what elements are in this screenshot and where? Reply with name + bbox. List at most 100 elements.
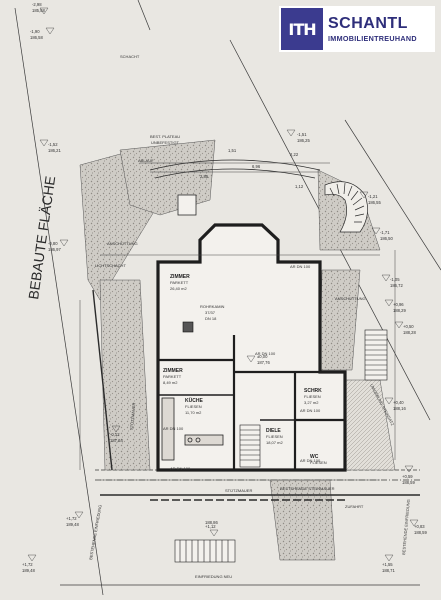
svg-text:-1,90: -1,90 — [30, 29, 40, 34]
svg-text:PARKETT: PARKETT — [170, 280, 189, 285]
svg-text:+0,59: +0,59 — [402, 474, 413, 479]
label-plateau-1: BEST. PLATEAU — [150, 134, 180, 139]
svg-text:-0,80: -0,80 — [48, 241, 58, 246]
svg-text:1,12: 1,12 — [295, 184, 304, 189]
svg-text:188,86: 188,86 — [205, 520, 218, 525]
svg-text:-1,05: -1,05 — [390, 277, 400, 282]
retaining-walls — [92, 289, 420, 501]
kitchen-counter — [161, 397, 224, 461]
svg-text:KÜCHE: KÜCHE — [185, 397, 203, 404]
svg-text:6,96: 6,96 — [252, 164, 261, 169]
elevation-markers — [27, 7, 419, 562]
svg-text:PARKETT: PARKETT — [163, 374, 182, 379]
svg-text:189,48: 189,48 — [66, 522, 79, 527]
wall-label-bestehend: BESTEHENDE STEINMAUER — [280, 486, 335, 491]
opening-label: AR DN 100 — [170, 466, 191, 471]
svg-text:186,58: 186,58 — [30, 35, 43, 40]
svg-text:-1,52: -1,52 — [48, 142, 58, 147]
label-kamin: ROHRKAMIN — [200, 304, 225, 309]
svg-text:2,22: 2,22 — [290, 152, 299, 157]
brand-logo: ITH SCHANTL IMMOBILIENTREUHAND — [279, 6, 435, 52]
svg-text:+1,12: +1,12 — [205, 524, 216, 529]
svg-text:188,16: 188,16 — [393, 406, 406, 411]
svg-text:185,58: 185,58 — [32, 8, 45, 13]
svg-text:FLIESEN: FLIESEN — [304, 394, 321, 399]
svg-text:-1,51: -1,51 — [297, 132, 307, 137]
svg-text:-1,21: -1,21 — [368, 194, 378, 199]
svg-text:+0,40: +0,40 — [393, 400, 404, 405]
opening-label: AR DN 100 — [300, 408, 321, 413]
svg-text:186,50: 186,50 — [380, 236, 393, 241]
building-walls — [156, 223, 347, 472]
exterior-stair-right — [364, 329, 388, 381]
label-kamin-size: 37/37 — [205, 310, 216, 315]
wall-label-stuetzmauer-bottom: STÜTZMAUER — [225, 488, 252, 493]
svg-text:SCHRK: SCHRK — [304, 388, 322, 394]
svg-text:FLIESEN: FLIESEN — [310, 460, 327, 465]
svg-text:18,07 m2: 18,07 m2 — [266, 440, 283, 445]
brand-name: SCHANTL — [328, 14, 408, 32]
svg-text:-1,71: -1,71 — [380, 230, 390, 235]
svg-text:189,48: 189,48 — [22, 568, 35, 573]
svg-text:186,21: 186,21 — [48, 148, 61, 153]
brand-mark: ITH — [281, 8, 323, 50]
svg-text:188,59: 188,59 — [414, 530, 427, 535]
wall-label-einfriedung-left: BESTEHENDE EINFRIEDUNG — [88, 504, 103, 560]
svg-text:FLIESEN: FLIESEN — [266, 434, 283, 439]
svg-text:DIELE: DIELE — [266, 428, 281, 434]
svg-text:186,72: 186,72 — [390, 283, 403, 288]
label-schacht: SCHACHT — [120, 54, 140, 59]
room-wc: WC FLIESEN — [310, 454, 327, 465]
svg-text:-0,12: -0,12 — [110, 432, 120, 437]
label-ablauf: ABLAUF — [138, 158, 154, 163]
room-zimmer-large: ZIMMER PARKETT 26,40 m2 — [170, 274, 190, 291]
svg-text:ZIMMER: ZIMMER — [170, 274, 190, 280]
svg-text:11,70 m2: 11,70 m2 — [185, 410, 202, 415]
elevation-labels: -2,98 185,58 -1,90 186,58 -1,52 186,21 -… — [22, 2, 427, 573]
label-plateau-2: UNBEFESTIGT — [151, 140, 180, 145]
svg-text:±0,00: ±0,00 — [257, 354, 268, 359]
room-diele: DIELE FLIESEN 18,07 m2 — [266, 428, 283, 445]
label-anschuettung-right: ANSCHÜTTUNG — [335, 296, 366, 301]
wall-label-stuetzmauer-left: STÜTZMAUER — [129, 402, 136, 430]
spiral-stair-top-right — [324, 181, 368, 233]
terrace — [149, 159, 321, 216]
top-dimensions: 1,51 6,96 2,22 2,85 1,12 — [200, 148, 304, 189]
wall-label-einfriedung-right: BESTEHENDE EINFRIEDUNG — [401, 499, 411, 555]
svg-text:186,25: 186,25 — [297, 138, 310, 143]
room-kueche: KÜCHE FLIESEN 11,70 m2 — [185, 397, 203, 415]
svg-text:186,97: 186,97 — [48, 247, 61, 252]
svg-text:+0,96: +0,96 — [393, 302, 404, 307]
svg-text:+1,55: +1,55 — [382, 562, 393, 567]
svg-text:188,29: 188,29 — [393, 308, 406, 313]
svg-text:3,27 m2: 3,27 m2 — [304, 400, 319, 405]
svg-text:FLIESEN: FLIESEN — [185, 404, 202, 409]
svg-text:188,71: 188,71 — [382, 568, 395, 573]
interior-walls — [158, 335, 345, 470]
side-label-left: BEBAUTE FLÄCHE — [25, 175, 58, 300]
svg-text:+1,72: +1,72 — [22, 562, 33, 567]
svg-text:+0,83: +0,83 — [414, 524, 425, 529]
label-anschuettung-left: ANSCHÜTTUNG — [107, 241, 138, 246]
svg-text:187,64: 187,64 — [110, 438, 123, 443]
wall-label-einfriedung-bottom: EINFRIEDUNG NEU — [195, 574, 232, 579]
svg-text:-2,98: -2,98 — [32, 2, 42, 7]
svg-text:188,59: 188,59 — [402, 480, 415, 485]
entrance-stairs — [174, 539, 236, 563]
svg-text:8,49 m2: 8,49 m2 — [163, 380, 178, 385]
svg-text:2,85: 2,85 — [200, 174, 209, 179]
svg-text:186,55: 186,55 — [368, 200, 381, 205]
svg-text:187,76: 187,76 — [257, 360, 270, 365]
opening-label: AR DN 100 — [255, 351, 276, 356]
room-schrk: SCHRK FLIESEN 3,27 m2 — [304, 388, 322, 405]
svg-text:1,51: 1,51 — [228, 148, 237, 153]
brand-tagline: IMMOBILIENTREUHAND — [328, 33, 417, 43]
svg-text:WC: WC — [310, 454, 319, 460]
svg-text:+0,50: +0,50 — [403, 324, 414, 329]
svg-text:188,28: 188,28 — [403, 330, 416, 335]
chimney — [182, 321, 194, 333]
opening-label: AR DN 100 — [290, 264, 311, 269]
opening-label: AR DN 100 — [163, 426, 184, 431]
label-lichtschacht: LICHTSCHACHT — [95, 263, 126, 268]
